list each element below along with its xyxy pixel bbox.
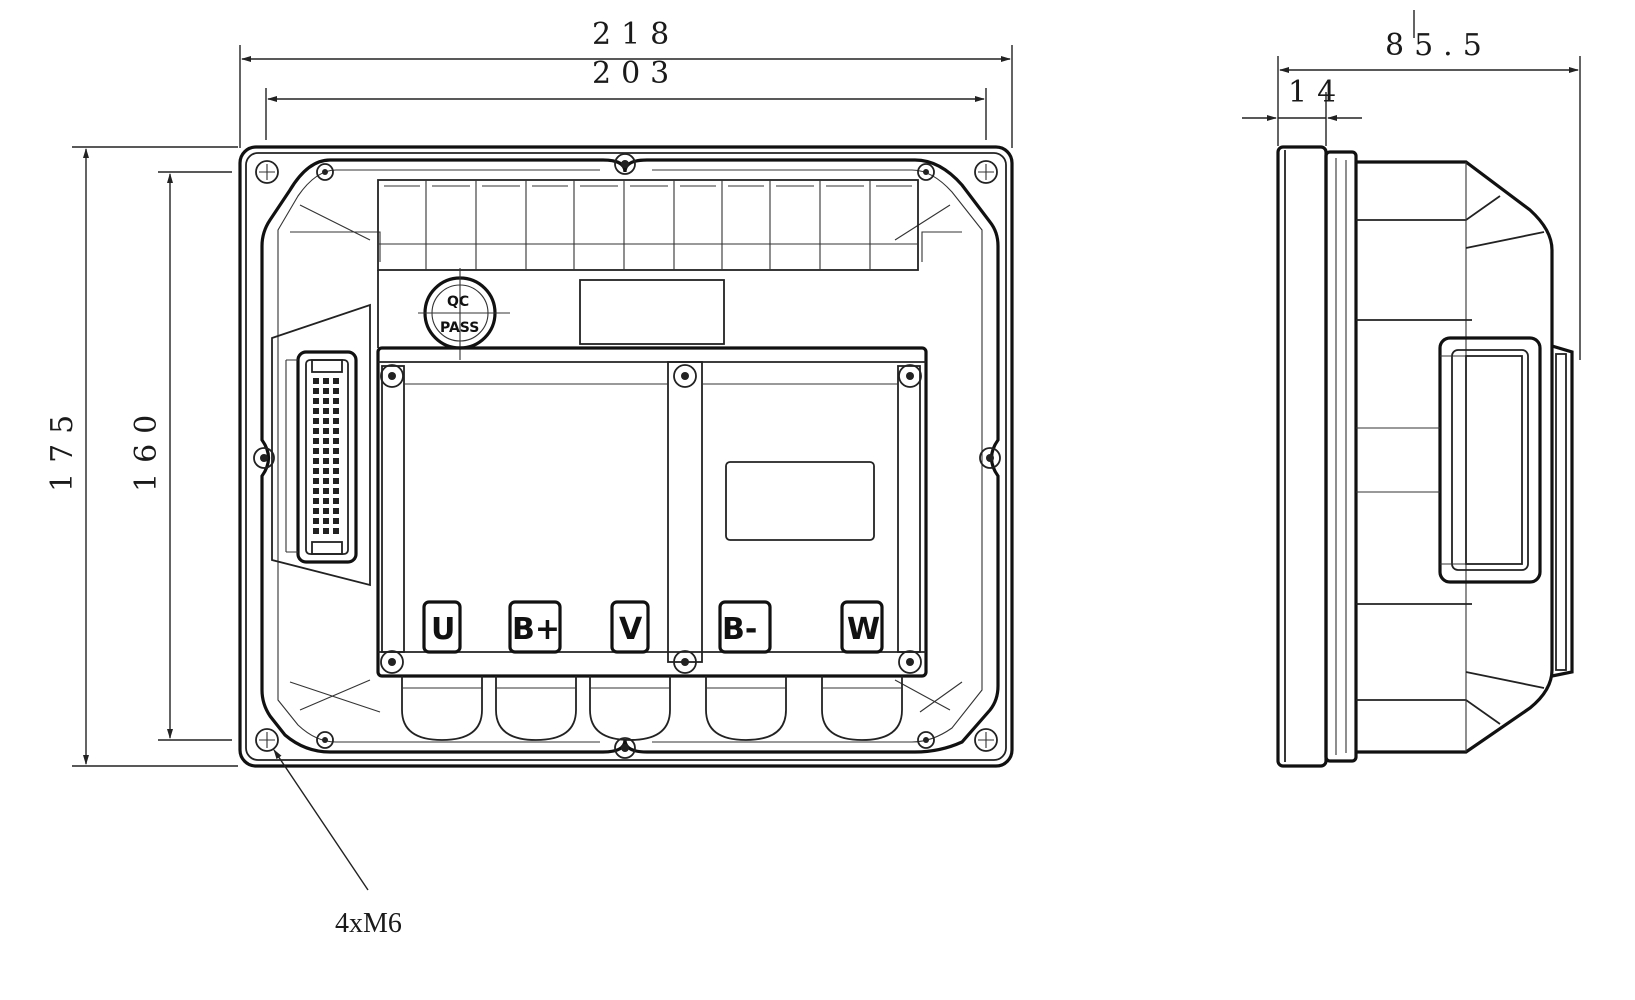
connector-pin	[313, 388, 319, 394]
connector-pin	[323, 508, 329, 514]
connector-pin	[323, 378, 329, 384]
power-terminal-block	[376, 346, 928, 678]
connector-pin	[323, 428, 329, 434]
connector-pin	[333, 508, 339, 514]
terminal-w: W	[840, 600, 884, 654]
connector-pin	[333, 408, 339, 414]
connector-pin	[313, 528, 319, 534]
connector-pin	[333, 478, 339, 484]
connector-pin	[333, 448, 339, 454]
connector-pin	[323, 488, 329, 494]
connector-pin	[333, 438, 339, 444]
connector-pin	[313, 398, 319, 404]
terminal-u: U	[422, 600, 462, 654]
connector-pin	[333, 528, 339, 534]
side-connector	[1438, 336, 1542, 584]
connector-pin	[323, 388, 329, 394]
connector-pin	[333, 468, 339, 474]
connector-pin	[333, 398, 339, 404]
outer-flange	[238, 145, 1014, 768]
mount-hole-top-right	[974, 160, 998, 184]
connector-pin	[323, 478, 329, 484]
mount-callout-leader	[273, 749, 369, 891]
dim-overall-width-label: 218	[592, 17, 679, 52]
connector-pin	[323, 518, 329, 524]
svg-text:B-: B-	[722, 612, 757, 647]
connector-pin	[313, 468, 319, 474]
connector-pin	[313, 428, 319, 434]
housing-outline	[260, 158, 1000, 754]
dim-hole-width-label: 203	[592, 56, 679, 91]
connector-pin	[313, 498, 319, 504]
connector-pin	[333, 428, 339, 434]
signal-connector	[271, 303, 371, 587]
cable-glands	[401, 676, 903, 741]
connector-pin	[333, 388, 339, 394]
connector-pin	[333, 458, 339, 464]
connector-pin	[333, 418, 339, 424]
terminal-label-area	[725, 461, 875, 541]
housing-screws	[253, 153, 1001, 759]
terminal-b-plus: B+	[508, 600, 562, 654]
connector-pin	[323, 468, 329, 474]
side-view	[1276, 145, 1574, 768]
svg-text:QC: QC	[447, 294, 469, 310]
connector-pin	[313, 478, 319, 484]
connector-pin	[333, 378, 339, 384]
svg-text:PASS: PASS	[440, 320, 479, 336]
connector-pin	[323, 398, 329, 404]
connector-pin	[313, 518, 319, 524]
connector-pin	[313, 458, 319, 464]
svg-text:W: W	[847, 612, 880, 647]
connector-pin	[323, 448, 329, 454]
connector-pin	[323, 458, 329, 464]
connector-pin	[313, 408, 319, 414]
svg-text:U: U	[431, 612, 455, 647]
connector-pin	[313, 418, 319, 424]
dim-flange-label: 14	[1288, 75, 1346, 110]
dim-overall-height-label: 175	[45, 405, 80, 492]
connector-pin	[323, 408, 329, 414]
connector-pin	[313, 378, 319, 384]
cooling-fins-top	[377, 179, 919, 271]
connector-pin	[323, 528, 329, 534]
mount-hole-top-left	[255, 160, 279, 184]
mount-callout-label: 4xM6	[335, 908, 402, 939]
front-view-dimensions: 218 203 175 160	[45, 17, 1013, 767]
top-label-area	[579, 279, 725, 345]
dim-depth-label: 85.5	[1385, 28, 1492, 63]
connector-pin	[323, 498, 329, 504]
dim-hole-height-label: 160	[129, 405, 164, 492]
terminal-b-minus: B-	[718, 600, 772, 654]
connector-pin	[333, 518, 339, 524]
front-view: QC PASS	[238, 145, 1014, 939]
side-view-dimensions: 85.5 14	[1242, 10, 1581, 360]
qc-pass-stamp: QC PASS	[418, 268, 510, 360]
mount-hole-bottom-right	[974, 728, 998, 752]
connector-pin	[333, 498, 339, 504]
connector-pin	[313, 438, 319, 444]
connector-pin	[313, 448, 319, 454]
terminal-v: V	[610, 600, 650, 654]
svg-text:B+: B+	[512, 612, 560, 647]
connector-pin	[313, 508, 319, 514]
connector-pin	[313, 488, 319, 494]
svg-text:V: V	[619, 612, 643, 647]
mount-hole-bottom-left	[255, 728, 279, 752]
connector-pin	[333, 488, 339, 494]
connector-pin	[323, 418, 329, 424]
connector-pin	[323, 438, 329, 444]
